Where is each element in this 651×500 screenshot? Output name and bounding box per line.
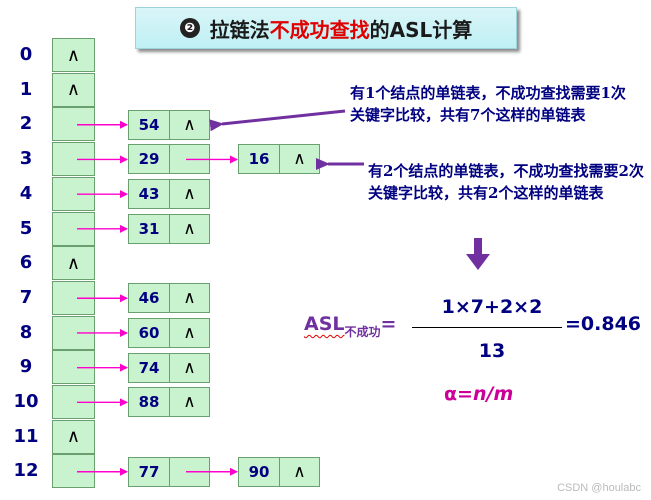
bucket-cell [52,385,95,419]
node-key: 54 [129,110,170,139]
slot-index-label: 4 [19,182,33,204]
bucket-cell: ∧ [52,246,95,281]
chain-node: 54 ∧ [128,109,210,140]
node-key: 29 [129,145,170,174]
chain-node: 88 ∧ [128,387,210,418]
fraction-numerator: 1×7+2×2 [441,296,543,318]
note-two-node-chains: 有2个结点的单链表，不成功查找需要2次关键字比较，共有2个这样的单链表 [368,162,644,202]
chain-node: 31 ∧ [128,213,210,244]
node-pointer: ∧ [183,322,196,343]
bucket-cell [52,211,95,246]
chain-node: 29 [128,144,210,175]
bucket-cell: ∧ [52,419,95,454]
bucket-cell: ∧ [52,72,95,107]
slot-index-label: 1 [19,78,33,100]
chain-node: 16 ∧ [238,144,320,175]
slot-index-label: 6 [19,252,33,274]
node-key: 46 [129,284,170,313]
slot-index-label: 3 [19,148,33,170]
node-pointer: ∧ [183,392,196,413]
bucket-cell [52,350,95,385]
note-single-node-chains: 有1个结点的单链表，不成功查找需要1次关键字比较，共有7个这样的单链表 [350,84,626,124]
slot-index-label: 7 [19,286,33,308]
slot-index-label: 8 [19,321,33,343]
node-pointer [170,145,209,173]
bucket-cell [52,280,95,315]
bucket-cell [52,315,95,350]
node-pointer: ∧ [293,149,306,170]
slot-index-label: 2 [19,113,33,135]
asl-label: ASL不成功= [304,313,396,340]
fraction-denominator: 13 [478,340,506,362]
fraction-bar [412,327,562,328]
note-1-pointer-arrow [209,109,346,132]
node-pointer: ∧ [183,184,196,205]
chain-node: 43 ∧ [128,179,210,210]
title-highlight: 不成功查找 [269,17,370,42]
slot-index-label: 5 [19,217,33,239]
slot-index-label: 12 [13,460,39,482]
bucket-cell [52,107,95,142]
node-pointer [170,458,209,486]
alpha-expression: n/m [472,383,514,405]
chain-node: 46 ∧ [128,283,210,314]
slot-index-label: 10 [13,391,39,412]
title-suffix: 的ASL计算 [369,17,473,42]
node-pointer: ∧ [183,114,196,135]
node-pointer: ∧ [293,461,306,482]
chain-node: 77 [128,456,210,487]
node-key: 77 [129,457,170,486]
slot-index-label: 9 [19,356,33,378]
node-pointer: ∧ [183,357,196,378]
asl-word: ASL [304,313,345,335]
asl-equals: = [380,313,397,335]
node-key: 60 [129,318,170,347]
load-factor-formula: α=n/m [444,383,513,405]
node-key: 74 [129,353,170,382]
asl-result: =0.846 [565,313,642,335]
chain-node: 90 ∧ [238,456,320,487]
watermark: CSDN @houlabc [557,482,641,494]
slot-index-label: 11 [13,425,39,447]
node-key: 90 [239,457,280,486]
bucket-cell [52,176,95,211]
bucket-cell: ∧ [52,38,95,72]
node-pointer: ∧ [183,218,196,239]
bucket-cell [52,142,95,177]
bucket-cell [52,454,95,489]
title-prefix: 拉链法 [209,17,270,42]
node-key: 43 [129,180,170,209]
step-number-badge: ❷ [179,18,200,38]
node-key: 31 [129,214,170,243]
chain-node: 74 ∧ [128,352,210,383]
asl-subscript: 不成功 [344,325,381,339]
title-banner: ❷ 拉链法 不成功查找 的ASL计算 [135,7,517,49]
node-key: 16 [239,145,280,174]
chain-node: 60 ∧ [128,317,210,348]
node-pointer: ∧ [183,288,196,309]
down-arrow-icon [466,238,490,270]
alpha-prefix: α= [444,383,473,405]
node-key: 88 [129,388,170,417]
slot-index-label: 0 [19,44,33,65]
